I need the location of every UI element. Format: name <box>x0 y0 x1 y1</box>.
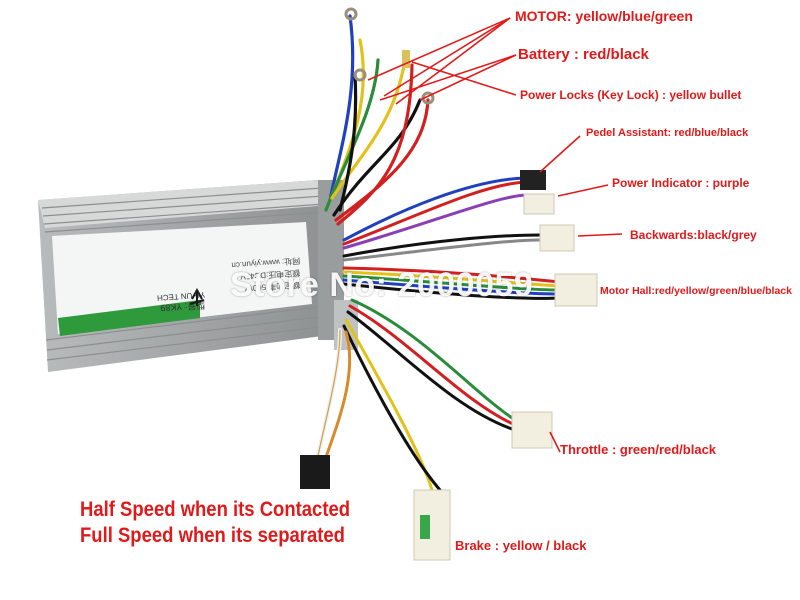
label-motor-rest: yellow/blue/green <box>571 8 693 24</box>
annotation-arrows <box>367 17 623 453</box>
store-watermark: Store No: 2000059 <box>230 266 534 304</box>
label-backwards: Backwards:black/grey <box>630 228 757 242</box>
ring-terminals <box>344 7 435 105</box>
label-motor-hall: Motor Hall:red/yellow/green/blue/black <box>600 285 792 297</box>
connectors <box>300 170 598 561</box>
right-wire-bundle <box>342 176 562 300</box>
plate-line2: YIYUN TECH <box>156 290 205 302</box>
brand-logo <box>189 287 205 306</box>
label-brake: Brake : yellow / black <box>455 538 587 553</box>
plate-line3: 额定功率:500W <box>244 280 300 294</box>
label-power-indicator: Power Indicator : purple <box>612 176 750 190</box>
label-motor: MOTOR: yellow/blue/green <box>515 8 693 24</box>
label-battery: Battery : red/black <box>518 46 649 63</box>
yellow-bullet-connector <box>402 50 410 68</box>
label-motor-prefix: MOTOR: <box>515 8 572 24</box>
heat-fins <box>41 187 329 361</box>
speed-note-half: Half Speed when its Contacted <box>80 498 351 521</box>
label-plate: 型号: YK89 YIYUN TECH 额定功率:500W 额定电压:DC48V… <box>52 222 312 336</box>
speed-note-full: Full Speed when its separated <box>80 524 345 547</box>
plate-line5: 网址: www.yiyun.cn <box>231 256 300 271</box>
label-power-locks: Power Locks (Key Lock) : yellow bullet <box>520 88 742 102</box>
lower-wire-bundle <box>313 298 517 492</box>
plate-line4: 额定电压:DC48V <box>239 268 300 282</box>
label-throttle: Throttle : green/red/black <box>560 442 717 457</box>
label-pedel-assistant: Pedel Assistant: red/blue/black <box>586 127 749 139</box>
